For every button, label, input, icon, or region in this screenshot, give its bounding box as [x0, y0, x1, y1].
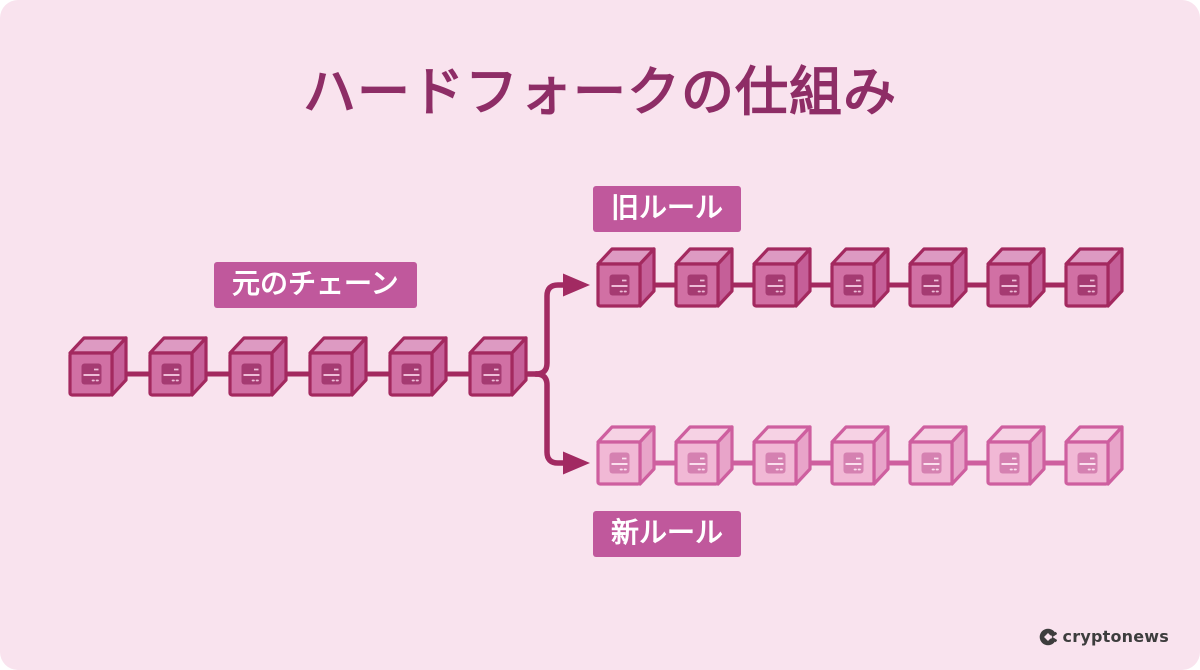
block-cube — [752, 425, 812, 486]
block-cube — [674, 425, 734, 486]
block-cube — [908, 247, 968, 308]
block-cube — [468, 336, 528, 397]
arrowhead-old-rules — [563, 273, 590, 297]
block-cube — [1064, 247, 1124, 308]
cryptonews-logo: cryptonews — [1039, 627, 1169, 646]
block-cube — [308, 336, 368, 397]
arrowhead-new-rules — [563, 451, 590, 475]
new-rules-chain — [596, 425, 1124, 486]
label-original-chain: 元のチェーン — [214, 262, 417, 308]
block-cube — [986, 247, 1046, 308]
block-cube — [752, 247, 812, 308]
old-rules-chain — [596, 247, 1124, 308]
diagram-title: ハードフォークの仕組み — [303, 62, 897, 123]
original-chain — [68, 336, 528, 397]
block-cube — [388, 336, 448, 397]
block-cube — [830, 425, 890, 486]
block-cube — [596, 425, 656, 486]
label-old-rules: 旧ルール — [593, 186, 742, 232]
block-cube — [674, 247, 734, 308]
block-cube — [986, 425, 1046, 486]
block-cube — [148, 336, 208, 397]
block-cube — [596, 247, 656, 308]
block-cube — [830, 247, 890, 308]
cryptonews-icon — [1039, 628, 1057, 645]
block-cube — [228, 336, 288, 397]
label-new-rules: 新ルール — [593, 511, 742, 557]
block-cube — [908, 425, 968, 486]
block-cube — [68, 336, 128, 397]
cryptonews-wordmark: cryptonews — [1062, 627, 1169, 646]
block-cube — [1064, 425, 1124, 486]
